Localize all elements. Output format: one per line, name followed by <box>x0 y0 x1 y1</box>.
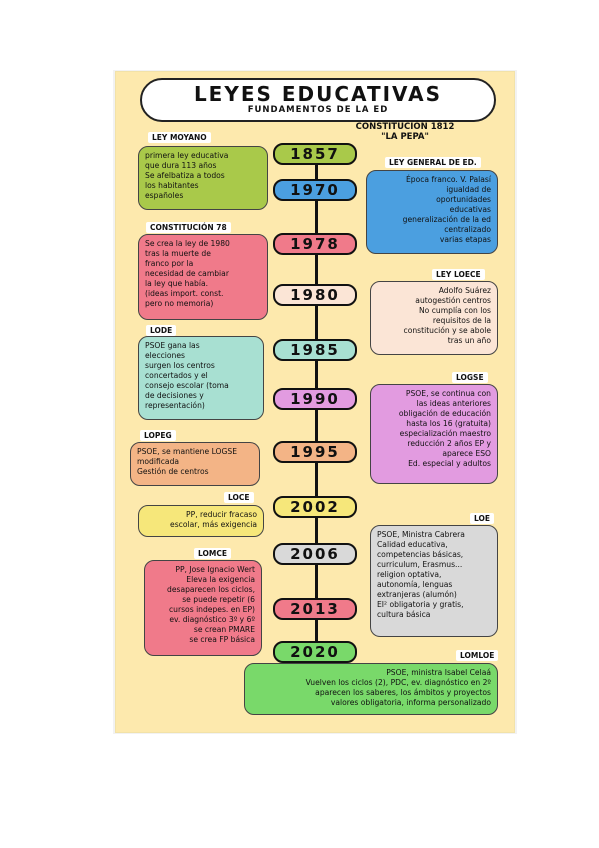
year-2006: 2006 <box>273 543 357 565</box>
law-label-loce: LOCE <box>224 492 254 503</box>
law-label-loe: LOE <box>470 513 495 524</box>
law-text-lomce: PP, Jose Ignacio Wert Eleva la exigencia… <box>167 565 255 644</box>
constitucion-1812-note: CONSTITUCIÓN 1812 "LA PEPA" <box>340 122 470 142</box>
law-box-lomce: PP, Jose Ignacio Wert Eleva la exigencia… <box>144 560 262 656</box>
year-2013: 2013 <box>273 598 357 620</box>
law-box-lomloe: PSOE, ministra Isabel Celaá Vuelven los … <box>244 663 498 715</box>
law-box-ley-moyano: primera ley educativa que dura 113 años … <box>138 146 268 210</box>
law-label-lode: LODE <box>146 325 177 336</box>
law-label-lopeg: LOPEG <box>140 430 176 441</box>
law-label-ley-moyano: LEY MOYANO <box>148 132 211 143</box>
year-2002: 2002 <box>273 496 357 518</box>
law-box-loce: PP, reducir fracaso escolar, más exigenc… <box>138 505 264 537</box>
law-text-ley-moyano: primera ley educativa que dura 113 años … <box>145 151 229 200</box>
law-label-loece: LEY LOECE <box>432 269 485 280</box>
law-text-loece: Adolfo Suárez autogestión centros No cum… <box>403 286 491 345</box>
law-box-lopeg: PSOE, se mantiene LOGSE modificada Gesti… <box>130 442 260 486</box>
year-1857: 1857 <box>273 143 357 165</box>
title-banner: LEYES EDUCATIVAS FUNDAMENTOS DE LA ED <box>140 78 496 122</box>
law-label-lomce: LOMCE <box>194 548 231 559</box>
law-label-lomloe: LOMLOE <box>456 650 499 661</box>
law-label-ley-general: LEY GENERAL DE ED. <box>385 157 481 168</box>
year-1995: 1995 <box>273 441 357 463</box>
year-1990: 1990 <box>273 388 357 410</box>
law-text-lomloe: PSOE, ministra Isabel Celaá Vuelven los … <box>305 668 491 707</box>
year-1970: 1970 <box>273 179 357 201</box>
law-box-logse: PSOE, se continua con las ideas anterior… <box>370 384 498 484</box>
law-box-loe: PSOE, Ministra Cabrera Calidad educativa… <box>370 525 498 637</box>
law-text-constitucion-78: Se crea la ley de 1980 tras la muerte de… <box>145 239 230 308</box>
poster-title: LEYES EDUCATIVAS <box>193 82 443 106</box>
year-1980: 1980 <box>273 284 357 306</box>
year-2020: 2020 <box>273 641 357 663</box>
law-box-loece: Adolfo Suárez autogestión centros No cum… <box>370 281 498 355</box>
poster-subtitle: FUNDAMENTOS DE LA ED <box>247 105 389 115</box>
law-text-lode: PSOE gana las elecciones surgen los cent… <box>145 341 229 410</box>
law-text-loce: PP, reducir fracaso escolar, más exigenc… <box>170 510 257 529</box>
law-box-ley-general: Época franco. V. Palasí igualdad de opor… <box>366 170 498 254</box>
law-box-constitucion-78: Se crea la ley de 1980 tras la muerte de… <box>138 234 268 320</box>
law-box-lode: PSOE gana las elecciones surgen los cent… <box>138 336 264 420</box>
year-1978: 1978 <box>273 233 357 255</box>
year-1985: 1985 <box>273 339 357 361</box>
law-label-logse: LOGSE <box>452 372 488 383</box>
law-text-logse: PSOE, se continua con las ideas anterior… <box>398 389 491 468</box>
law-text-loe: PSOE, Ministra Cabrera Calidad educativa… <box>377 530 465 619</box>
law-text-ley-general: Época franco. V. Palasí igualdad de opor… <box>402 175 491 244</box>
constitucion-1812-line1: CONSTITUCIÓN 1812 <box>355 122 455 132</box>
constitucion-1812-line2: "LA PEPA" <box>381 132 429 142</box>
law-text-lopeg: PSOE, se mantiene LOGSE modificada Gesti… <box>137 447 238 476</box>
law-label-constitucion-78: CONSTITUCIÓN 78 <box>146 222 231 233</box>
